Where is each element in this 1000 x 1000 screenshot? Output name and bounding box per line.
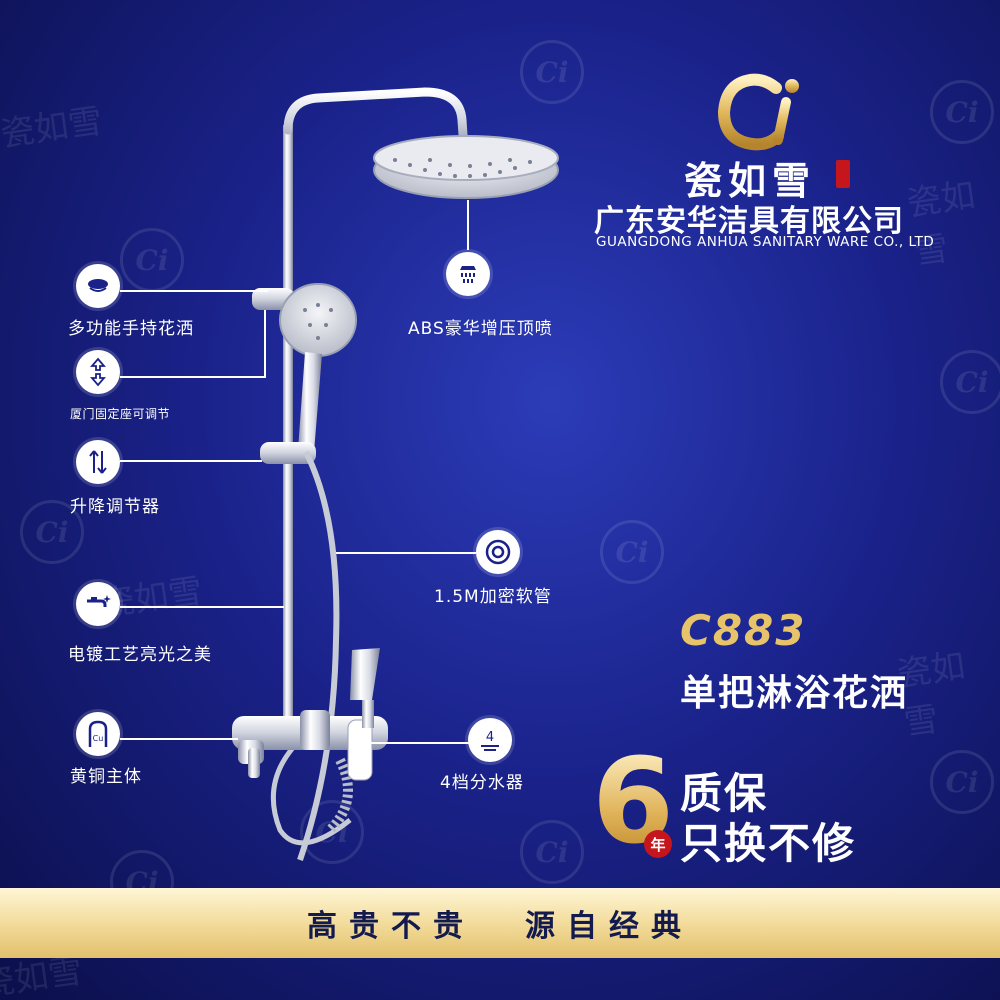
- warranty-unit-badge: 年: [644, 830, 672, 858]
- feature-label: 厦门固定座可调节: [70, 407, 171, 421]
- watermark-logo: Ci: [930, 750, 994, 814]
- feature-label: ABS豪华增压顶喷: [408, 319, 553, 339]
- slogan-band: 高贵不贵 源自经典: [0, 888, 1000, 958]
- faucet-shine-icon: [76, 582, 120, 626]
- feature-leader-line: [120, 738, 238, 740]
- ci-logo-icon: [717, 73, 799, 151]
- brand-seal: [836, 160, 850, 188]
- company-name-cn: 广东安华洁具有限公司: [594, 204, 904, 239]
- feature-label: 4档分水器: [440, 773, 524, 793]
- brass-cu-icon: Cu: [76, 712, 120, 756]
- lift-arrows-icon: [76, 440, 120, 484]
- watermark-logo: Ci: [520, 40, 584, 104]
- brass-cu-text: Cu: [93, 734, 104, 743]
- feature-label: 升降调节器: [70, 497, 160, 517]
- feature-leader-line: [120, 290, 268, 292]
- diverter-number: 4: [486, 730, 494, 745]
- watermark-logo: Ci: [940, 350, 1000, 414]
- watermark-logo: Ci: [20, 500, 84, 564]
- product-model: C883: [680, 606, 807, 655]
- product-name: 单把淋浴花洒: [680, 673, 909, 714]
- feature-leader-line: [370, 742, 470, 744]
- feature-leader-line: [120, 606, 284, 608]
- feature-leader-line: [336, 552, 476, 554]
- slogan-part-1: 高贵不贵: [307, 909, 475, 944]
- warranty-title: 质保: [680, 769, 769, 818]
- warranty-promise: 只换不修: [680, 819, 857, 868]
- hose-coil-icon: [476, 530, 520, 574]
- feature-leader-line: [264, 310, 266, 378]
- watermark-logo: Ci: [600, 520, 664, 584]
- feature-label: 电镀工艺亮光之美: [68, 645, 212, 665]
- feature-leader-line: [467, 200, 469, 250]
- watermark-logo: Ci: [520, 820, 584, 884]
- brand-name: 瓷如雪: [684, 158, 817, 203]
- handheld-shower-icon: [76, 264, 120, 308]
- watermark-logo: Ci: [930, 80, 994, 144]
- feature-label: 1.5M加密软管: [434, 587, 552, 607]
- adjust-arrows-icon: [76, 350, 120, 394]
- slogan-part-2: 源自经典: [525, 909, 693, 944]
- company-name-en: GUANGDONG ANHUA SANITARY WARE CO., LTD: [596, 234, 935, 250]
- feature-label: 黄铜主体: [70, 767, 142, 787]
- diverter-4-icon: 4: [468, 718, 512, 762]
- feature-leader-line: [120, 460, 262, 462]
- feature-leader-line: [120, 376, 266, 378]
- feature-label: 多功能手持花洒: [68, 319, 194, 339]
- watermark-logo: Ci: [120, 228, 184, 292]
- rain-shower-icon: [446, 252, 490, 296]
